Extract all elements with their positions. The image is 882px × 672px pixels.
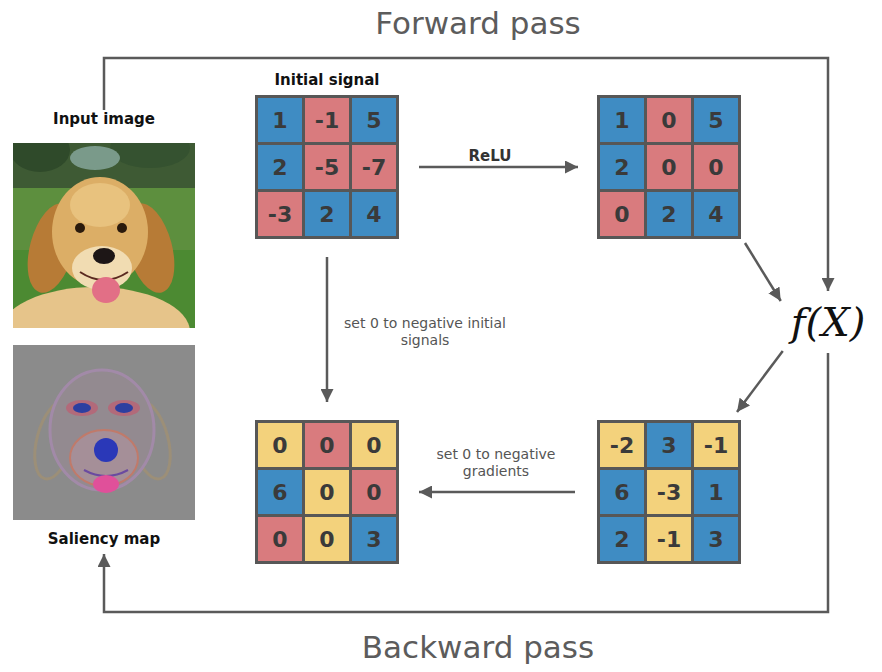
grid-cell: -1 [694, 423, 738, 467]
grid-cell: 0 [305, 423, 349, 467]
flow-arrow [745, 243, 781, 301]
grid-cell: -5 [305, 145, 349, 189]
grid-frame: 000600003 [255, 420, 399, 564]
grid-cell: -7 [352, 145, 396, 189]
signal-grid: Initial signal1-152-5-7-324 [255, 71, 399, 239]
flow-arrow [104, 58, 828, 291]
grid-cell: 6 [258, 470, 302, 514]
edge-label: Backward pass [362, 629, 594, 666]
signal-grid: -23-16-312-13 [597, 420, 741, 564]
flow-arrow [104, 353, 828, 612]
saliency-image [13, 345, 195, 520]
edge-label: set 0 to negative gradients [411, 446, 581, 480]
function-node: f(X) [781, 295, 876, 349]
dog-forehead [70, 183, 130, 227]
grid-cell: 6 [600, 470, 644, 514]
grid-cell: 1 [258, 98, 302, 142]
grid-frame: -23-16-312-13 [597, 420, 741, 564]
saliency-background [13, 345, 195, 520]
edge-label: set 0 to negative initial signals [340, 315, 510, 349]
function-symbol: f(X) [791, 299, 866, 345]
grid-cell: 5 [694, 98, 738, 142]
tree-crown [110, 143, 190, 168]
flow-arrow [419, 491, 575, 494]
grid-cell: 0 [647, 145, 691, 189]
grid-cell: -1 [647, 517, 691, 561]
saliency-eye-patch [66, 400, 98, 416]
dog-nose [93, 248, 115, 264]
sky-patch [70, 146, 120, 170]
saliency-eye-patch [108, 400, 140, 416]
panel-heading: Initial signal [275, 71, 380, 89]
grid-cell: 0 [305, 517, 349, 561]
grid-cell: 3 [647, 423, 691, 467]
grid-cell: -1 [305, 98, 349, 142]
flow-arrow [326, 257, 329, 402]
saliency-eye [73, 403, 91, 413]
panel-heading: Input image [53, 110, 155, 128]
image-panel: Input image [13, 110, 195, 330]
saliency-eye [115, 403, 133, 413]
grid-cell: 0 [258, 517, 302, 561]
grid-cell: 0 [305, 470, 349, 514]
grid-cell: 0 [647, 98, 691, 142]
dog-eye [75, 223, 85, 233]
grid-cell: 2 [647, 192, 691, 236]
grid-cell: 0 [352, 470, 396, 514]
grid-cell: -3 [258, 192, 302, 236]
grid-cell: 2 [258, 145, 302, 189]
edge-label: Forward pass [375, 5, 581, 42]
dog-photo [13, 143, 195, 328]
grid-frame: 1-152-5-7-324 [255, 95, 399, 239]
grid-cell: 0 [258, 423, 302, 467]
grid-cell: 0 [694, 145, 738, 189]
grid-cell: 1 [694, 470, 738, 514]
grid-frame: 105200024 [597, 95, 741, 239]
signal-grid: 000600003 [255, 420, 399, 564]
grid-cell: 4 [352, 192, 396, 236]
saliency-tongue [93, 475, 119, 493]
grid-cell: -2 [600, 423, 644, 467]
edge-label: ReLU [469, 147, 512, 165]
grid-cell: 3 [352, 517, 396, 561]
grid-cell: 2 [600, 517, 644, 561]
panel-heading: Saliency map [48, 530, 160, 548]
tree-crown [13, 143, 70, 172]
saliency-nose [94, 438, 118, 462]
grid-cell: 0 [352, 423, 396, 467]
grid-cell: 2 [305, 192, 349, 236]
flow-arrow [419, 166, 578, 169]
grid-cell: 0 [600, 192, 644, 236]
grid-cell: 4 [694, 192, 738, 236]
grid-cell: -3 [647, 470, 691, 514]
signal-grid: 105200024 [597, 95, 741, 239]
grid-cell: 5 [352, 98, 396, 142]
grid-cell: 2 [600, 145, 644, 189]
grid-cell: 3 [694, 517, 738, 561]
dog-eye [117, 223, 127, 233]
flow-arrow [737, 351, 783, 412]
dog-tongue [92, 277, 120, 303]
grid-cell: 1 [600, 98, 644, 142]
saliency-head [50, 370, 154, 490]
image-panel: Saliency map [13, 345, 195, 548]
